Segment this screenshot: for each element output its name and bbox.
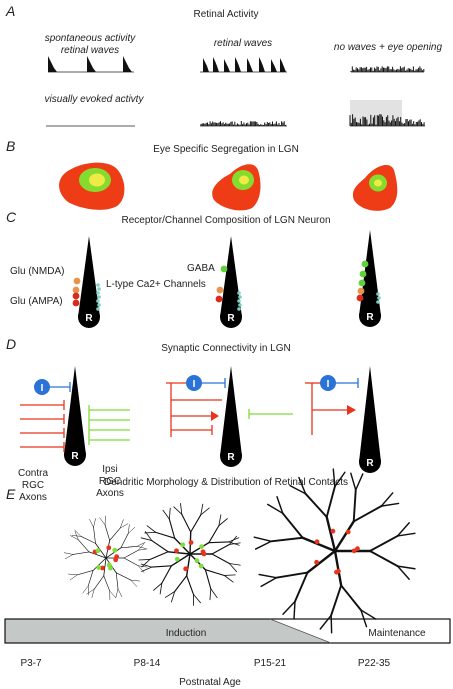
dendrite-tree-p15: [253, 468, 416, 634]
ipsi-label-3: Axons: [96, 488, 124, 499]
contra-label-3: Axons: [19, 492, 47, 503]
connectivity-d2: R I: [166, 366, 293, 467]
panel-c-title: Receptor/Channel Composition of LGN Neur…: [122, 215, 331, 226]
label-nmda: Glu (NMDA): [10, 266, 64, 277]
panel-a-title: Retinal Activity: [193, 9, 258, 20]
label-ltype: L-type Ca2+ Channels: [106, 279, 206, 290]
ipsi-label-1: Ipsi: [102, 464, 118, 475]
d3-soma-label: R: [366, 458, 374, 469]
activity-trace-no-waves: [350, 66, 425, 73]
panel-b-title: Eye Specific Segregation in LGN: [153, 144, 299, 155]
age-tick-4: P22-35: [358, 658, 391, 669]
d1-interneuron-label: I: [41, 383, 44, 394]
activity-trace-waves: [200, 57, 287, 73]
lgn-segregation-p15: [352, 164, 398, 211]
axis-label-postnatal-age: Postnatal Age: [179, 677, 241, 688]
contra-label-1: Contra: [18, 468, 48, 479]
phase-induction: Induction: [166, 628, 207, 639]
activity-trace-spontaneous: [48, 56, 134, 73]
timeline-bar: [4, 618, 451, 644]
panel-d-letter: D: [6, 336, 16, 352]
lgn-segregation-p3: [59, 162, 125, 210]
d2-interneuron-label: I: [193, 379, 196, 390]
d2-soma-label: R: [227, 452, 235, 463]
neuron-c1: R: [72, 236, 101, 328]
neuron-c2-soma-label: R: [227, 313, 235, 324]
ipsi-label-2: RGC: [99, 476, 121, 487]
dendrite-tree-p3: [63, 515, 148, 601]
contra-label-2: RGC: [22, 480, 44, 491]
panel-a-letter: A: [5, 3, 15, 19]
connectivity-d3: R I: [305, 366, 381, 473]
neuron-c3-soma-label: R: [366, 312, 374, 323]
label-ampa: Glu (AMPA): [10, 296, 63, 307]
connectivity-d1: R I: [20, 366, 130, 466]
evoked-label: visually evoked activty: [45, 94, 145, 105]
panel-c-letter: C: [6, 209, 17, 225]
cond2-label: retinal waves: [214, 38, 272, 49]
activity-trace-evoked-low: [200, 121, 287, 127]
panel-d-title: Synaptic Connectivity in LGN: [161, 343, 291, 354]
cond1-line1: spontaneous activity: [45, 33, 137, 44]
age-tick-3: P15-21: [254, 658, 287, 669]
neuron-c1-soma-label: R: [85, 313, 93, 324]
panel-b-letter: B: [6, 138, 15, 154]
age-tick-2: P8-14: [134, 658, 161, 669]
lgn-segregation-p8: [212, 164, 261, 211]
panel-e-letter: E: [6, 486, 16, 502]
label-gaba: GABA: [187, 263, 215, 274]
neuron-c2: R: [215, 236, 242, 328]
activity-trace-evoked-high: [349, 114, 425, 127]
phase-maintenance: Maintenance: [368, 628, 426, 639]
neuron-c3: R: [356, 230, 381, 327]
dendrite-tree-p8: [138, 502, 241, 606]
d1-soma-label: R: [71, 451, 79, 462]
d3-interneuron-label: I: [327, 379, 330, 390]
panel-e-title: Dendritic Morphology & Distribution of R…: [104, 477, 348, 488]
cond1-line2: retinal waves: [61, 45, 119, 56]
age-tick-1: P3-7: [20, 658, 42, 669]
cond3-label: no waves + eye opening: [334, 42, 443, 53]
